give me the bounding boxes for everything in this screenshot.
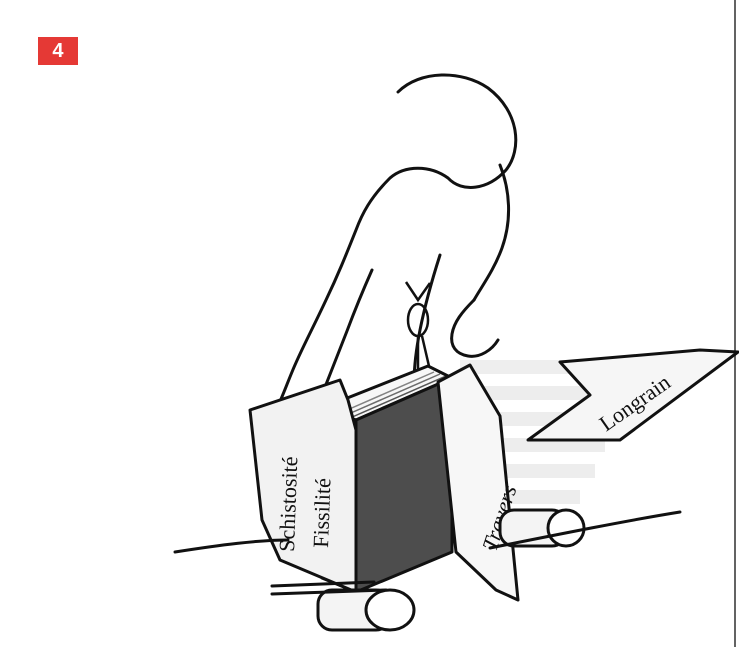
right-roller — [500, 510, 584, 546]
left-sheet — [250, 380, 356, 592]
right-sheet — [438, 365, 518, 600]
label-schistosite: Schistosité — [274, 456, 302, 552]
label-fissilite: Fissilité — [308, 478, 335, 549]
left-roller — [318, 590, 414, 630]
